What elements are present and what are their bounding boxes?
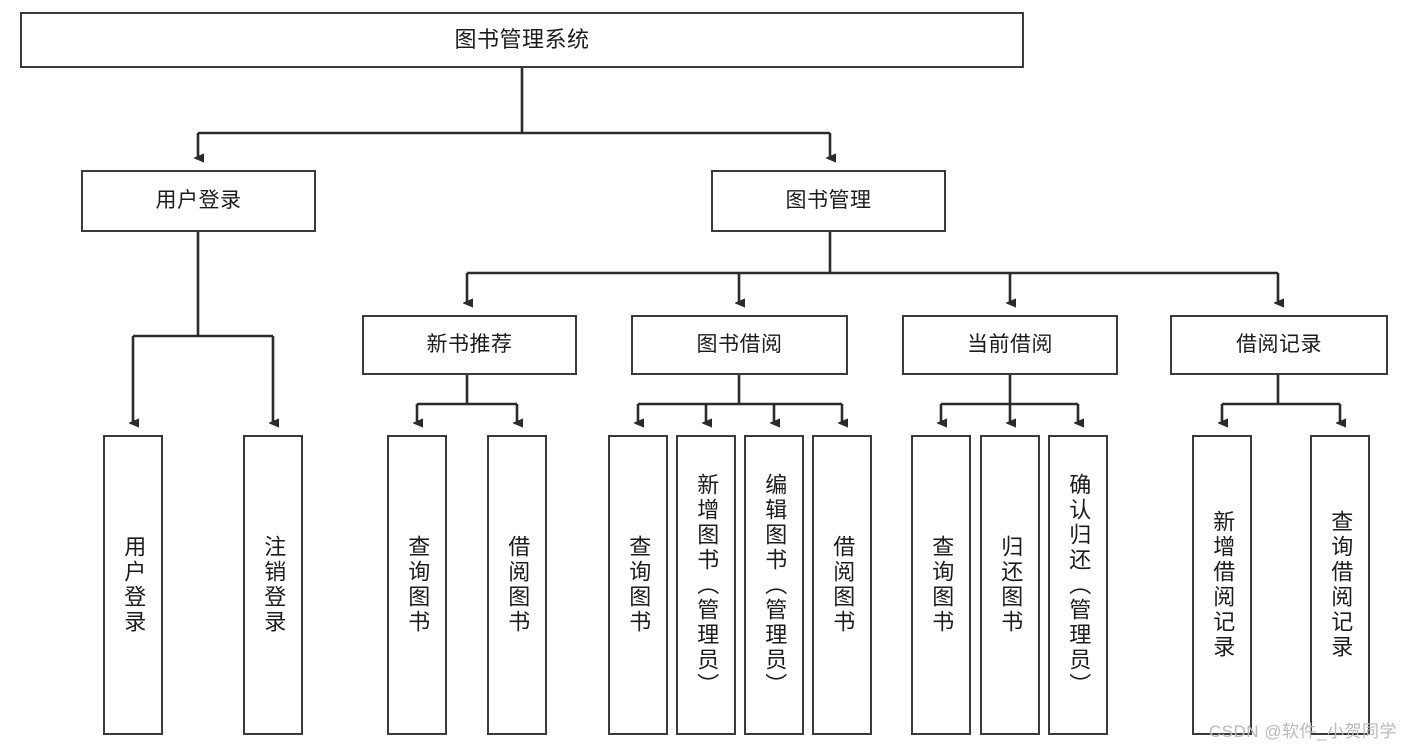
leaf-add-borrow-record[interactable]: 新增借阅记录 — [1192, 435, 1252, 735]
node-user-login[interactable]: 用户登录 — [81, 170, 316, 232]
leaf-query-book-borrow[interactable]: 查询图书 — [608, 435, 668, 735]
node-label: 图书管理系统 — [454, 27, 590, 53]
node-label: 确认归还（管理员） — [1066, 472, 1092, 698]
node-borrow-records[interactable]: 借阅记录 — [1170, 315, 1388, 375]
node-book-management[interactable]: 图书管理 — [711, 170, 946, 232]
node-label: 用户登录 — [155, 188, 242, 212]
leaf-return-book[interactable]: 归还图书 — [980, 435, 1040, 735]
node-label: 借阅记录 — [1236, 332, 1322, 356]
node-label: 用户登录 — [121, 535, 147, 635]
leaf-borrow-book[interactable]: 借阅图书 — [812, 435, 872, 735]
leaf-user-logout[interactable]: 注销登录 — [243, 435, 303, 735]
node-book-borrow[interactable]: 图书借阅 — [631, 315, 848, 375]
node-label: 图书管理 — [785, 188, 872, 212]
leaf-borrow-book-recommend[interactable]: 借阅图书 — [487, 435, 547, 735]
node-label: 查询借阅记录 — [1328, 510, 1354, 660]
node-label: 注销登录 — [261, 535, 287, 635]
leaf-query-book-current[interactable]: 查询图书 — [911, 435, 971, 735]
leaf-add-book-admin[interactable]: 新增图书（管理员） — [676, 435, 736, 735]
watermark-text: CSDN @软件_小贺同学 — [1208, 722, 1397, 741]
node-label: 新增借阅记录 — [1210, 510, 1236, 660]
node-label: 借阅图书 — [830, 535, 856, 635]
node-new-book-recommend[interactable]: 新书推荐 — [362, 315, 577, 375]
leaf-confirm-return-admin[interactable]: 确认归还（管理员） — [1048, 435, 1108, 735]
leaf-edit-book-admin[interactable]: 编辑图书（管理员） — [744, 435, 804, 735]
node-label: 查询图书 — [929, 535, 955, 635]
leaf-user-login[interactable]: 用户登录 — [103, 435, 163, 735]
node-label: 当前借阅 — [967, 332, 1053, 356]
node-label: 归还图书 — [998, 535, 1024, 635]
node-root-system[interactable]: 图书管理系统 — [20, 12, 1024, 68]
node-label: 借阅图书 — [505, 535, 531, 635]
node-label: 新增图书（管理员） — [694, 472, 720, 698]
node-label: 编辑图书（管理员） — [762, 472, 788, 698]
node-label: 查询图书 — [626, 535, 652, 635]
leaf-query-book-recommend[interactable]: 查询图书 — [387, 435, 447, 735]
node-label: 图书借阅 — [696, 332, 783, 356]
node-label: 新书推荐 — [426, 332, 513, 356]
node-current-borrow[interactable]: 当前借阅 — [902, 315, 1118, 375]
node-label: 查询图书 — [405, 535, 431, 635]
leaf-query-borrow-record[interactable]: 查询借阅记录 — [1310, 435, 1370, 735]
